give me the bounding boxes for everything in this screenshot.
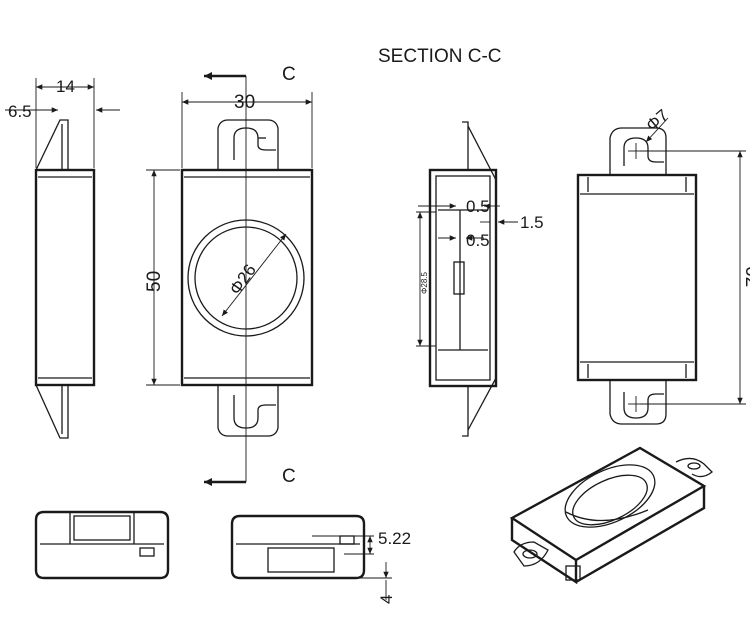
bottom-view-right: 5.22 4 [230,514,411,604]
bottom-view-left [34,510,170,580]
dim-bottom-height: 4 [377,595,396,604]
section-marker-bottom: C [282,466,296,487]
front-view: Φ26 C C 30 50 [144,64,314,487]
dim-front-diameter: Φ26 [226,261,260,299]
dim-section-wall-mid: 0.5 [466,231,490,250]
dim-front-width: 30 [234,92,255,113]
dim-back-overall: 62 [741,266,750,287]
back-view: Φ7 62 [576,106,750,425]
dim-section-wall-top: 0.5 [466,197,490,216]
dim-side-offset: 6.5 [8,102,32,121]
dim-section-inner-dia: Φ28.5 [420,271,429,294]
isometric-view [509,446,713,585]
dim-front-height: 50 [144,271,165,292]
dim-side-width: 14 [56,77,75,96]
section-marker-top: C [282,64,296,85]
dim-bottom-tab: 5.22 [378,529,411,548]
dim-section-thickness: 1.5 [520,213,544,232]
section-title: SECTION C-C [378,46,502,67]
section-view: Φ28.5 0.5 1.5 0.5 [416,121,544,437]
side-view: 14 6.5 [5,77,120,439]
dim-back-hole: Φ7 [642,106,672,135]
